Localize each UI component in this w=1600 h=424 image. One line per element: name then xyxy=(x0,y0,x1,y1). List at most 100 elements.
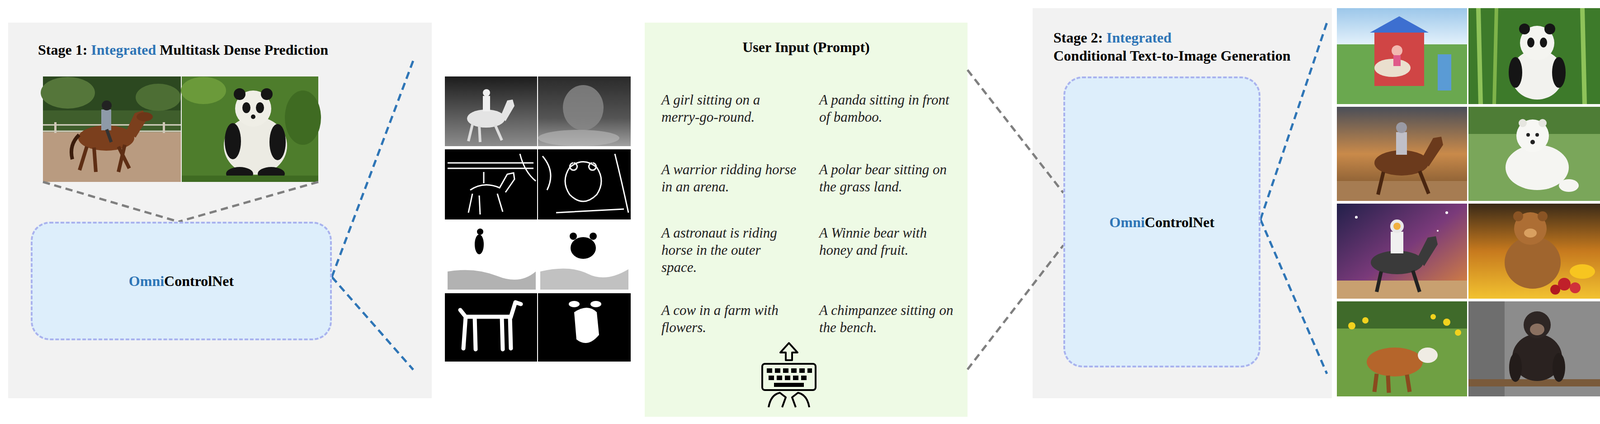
horse-photo xyxy=(106,129,112,142)
generated-image xyxy=(1391,45,1403,57)
depth-map xyxy=(479,125,481,142)
generated-image xyxy=(1582,8,1585,104)
generated-image xyxy=(1530,139,1535,145)
generated-image xyxy=(1558,179,1579,192)
depth-map xyxy=(495,124,502,141)
generated-image xyxy=(1348,321,1356,330)
generated-image xyxy=(1544,23,1556,35)
stage-panel xyxy=(8,22,432,398)
text-line: Stage 1:IntegratedMultitask Dense Predic… xyxy=(37,40,418,59)
generated-image xyxy=(1537,211,1548,222)
generated-image xyxy=(1468,106,1600,201)
stage-panel: OmniControlNet Stage 1:IntegratedMultitas… xyxy=(8,22,432,398)
edge-map xyxy=(542,153,629,213)
generated-image xyxy=(1374,373,1377,392)
prompt-panel: User Input (Prompt)A girl sitting on a m… xyxy=(644,22,968,417)
generated-image xyxy=(1436,229,1439,232)
generated-image xyxy=(1396,122,1407,133)
skeleton-map xyxy=(590,300,602,307)
horse-photo xyxy=(40,76,95,109)
generated-image xyxy=(1445,211,1449,214)
model-name: ControlNet xyxy=(1144,212,1215,232)
edge-map xyxy=(444,149,538,220)
prompt-text: A cow in a farm with flowers. xyxy=(661,301,798,336)
generated-image xyxy=(1454,329,1462,336)
skeleton-map xyxy=(574,307,600,343)
horse-photo xyxy=(54,122,57,133)
edge-map xyxy=(447,153,536,215)
dashed-leader xyxy=(331,276,414,370)
generated-image xyxy=(1336,203,1468,299)
panda-photo xyxy=(255,102,265,114)
generated-image xyxy=(1336,280,1468,299)
skeleton-map xyxy=(460,302,521,350)
depth-map xyxy=(468,124,473,142)
depth-map xyxy=(444,76,631,147)
generated-image xyxy=(1374,31,1425,86)
segmentation-map xyxy=(474,234,484,255)
generated-image xyxy=(1535,132,1539,137)
generated-image xyxy=(1362,316,1369,324)
generated-image xyxy=(1393,222,1401,230)
generated-image xyxy=(1370,250,1424,274)
generated-image xyxy=(1419,170,1429,194)
segmentation-map xyxy=(540,268,629,290)
keyboard-icon xyxy=(783,368,789,373)
keyboard-icon xyxy=(762,342,816,407)
keyboard-icon xyxy=(791,368,797,373)
generated-image xyxy=(1468,301,1600,397)
generated-image xyxy=(1406,374,1410,392)
horse-photo xyxy=(101,109,112,131)
horse-photo xyxy=(118,144,125,172)
panda-photo xyxy=(233,88,246,100)
generated-image xyxy=(1552,56,1566,88)
segmentation-map xyxy=(538,221,631,291)
prompt-text: A chimpanzee sitting on the bench. xyxy=(819,301,955,336)
generated-image xyxy=(1374,58,1411,77)
generated-image xyxy=(1378,171,1384,195)
edge-map xyxy=(538,149,631,220)
generated-image xyxy=(1527,37,1535,48)
horse-photo xyxy=(40,76,181,182)
generated-image xyxy=(1526,132,1530,137)
depth-map xyxy=(482,95,491,112)
panda-photo xyxy=(242,102,251,114)
text-line: Stage 2:IntegratedConditional Text-to-Im… xyxy=(1053,28,1312,65)
keyboard-icon xyxy=(784,375,791,380)
generated-image xyxy=(1478,8,1481,104)
segmentation-map xyxy=(570,236,596,259)
keyboard-icon xyxy=(792,375,799,380)
depth-map xyxy=(500,99,515,122)
depth-map xyxy=(538,76,631,147)
keyboard-icon xyxy=(792,392,810,407)
generated-image xyxy=(1390,219,1404,233)
horse-photo xyxy=(135,83,181,111)
text-line: OmniControlNet xyxy=(1109,212,1215,232)
depth-map xyxy=(538,129,620,147)
model-box: OmniControlNet xyxy=(30,221,332,340)
panda-photo xyxy=(260,88,273,100)
segmentation-map xyxy=(569,232,577,240)
generated-image xyxy=(1336,301,1468,329)
model-box: OmniControlNet xyxy=(1063,76,1261,368)
skeleton-map xyxy=(568,300,580,307)
generated-image xyxy=(1550,284,1561,295)
generated-image xyxy=(1369,16,1429,33)
dashed-leader xyxy=(1260,219,1327,374)
depth-map xyxy=(482,89,491,97)
dashed-connector xyxy=(967,70,1064,370)
keyboard-icon xyxy=(807,368,812,373)
horse-photo xyxy=(101,100,112,111)
text-holder: OmniControlNet xyxy=(1065,78,1259,366)
keyboard-icon xyxy=(762,363,816,390)
stage-title: Stage 2: xyxy=(1053,28,1103,47)
dashed-leader xyxy=(178,181,319,222)
keyboard-icon xyxy=(774,368,781,373)
skeleton-map xyxy=(444,292,538,362)
generated-image xyxy=(1538,118,1547,128)
dashed-leader xyxy=(1260,22,1327,374)
generated-image xyxy=(1387,375,1389,393)
prompt-panel xyxy=(644,22,968,417)
generated-image xyxy=(1376,271,1382,292)
